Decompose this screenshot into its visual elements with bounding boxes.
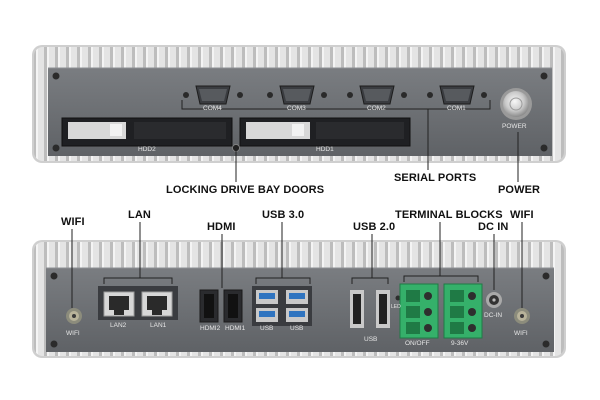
callout-dc-in: DC IN [478,221,509,233]
com4-label: COM4 [203,105,222,112]
front-unit [32,45,566,163]
voltage-label: 9-36V [451,340,469,347]
power-button [500,88,532,120]
screw-icon [50,272,58,280]
rear-callout-lines [71,222,523,308]
usb3-left-label: USB [260,325,274,332]
callout-locking-drive-bay-doors: LOCKING DRIVE BAY DOORS [166,184,325,196]
screw-icon [540,144,548,152]
callout-usb2: USB 2.0 [353,221,396,233]
front-callout-lines [181,100,519,182]
dc-in-jack [486,292,502,308]
onoff-label: ON/OFF [405,340,430,347]
hdd1-label: HDD1 [316,146,334,153]
com2-label: COM2 [367,105,386,112]
callout-serial-ports: SERIAL PORTS [394,172,477,184]
terminal-block-onoff [399,283,439,339]
led-indicator [395,295,401,301]
screw-icon [542,272,550,280]
drive-bay-hdd1 [239,117,411,147]
screw-icon [542,340,550,348]
usb2-label: USB [364,336,378,343]
led-label: LED [391,304,401,310]
wifi-right-port-label: WIFI [514,330,528,337]
com-port-1 [427,85,487,105]
callout-terminal-blocks: TERMINAL BLOCKS [395,209,503,221]
callout-lan: LAN [128,209,151,221]
usb3-ports [252,286,312,326]
rear-unit [32,240,566,358]
com1-label: COM1 [447,105,466,112]
callout-power: POWER [498,184,541,196]
hdmi1-label: HDMI1 [225,325,246,332]
usb2-ports [350,290,390,328]
com-port-4 [183,85,243,105]
screw-icon [52,72,60,80]
serial-bracket [181,100,491,110]
hdmi2-port [199,289,219,323]
power-label: POWER [502,123,527,130]
lan2-label: LAN2 [110,322,127,329]
callout-wifi-left: WIFI [61,216,85,228]
wifi-antenna-right [514,308,530,324]
dc-in-port-label: DC-IN [484,312,503,319]
com-port-3 [267,85,327,105]
hdmi1-port [223,289,243,323]
screw-icon [540,72,548,80]
lan1-label: LAN1 [150,322,167,329]
com-port-2 [347,85,407,105]
lan1-port [141,291,173,317]
terminal-block-power [443,283,483,339]
screw-icon [50,340,58,348]
com3-label: COM3 [287,105,306,112]
callout-usb3: USB 3.0 [262,209,305,221]
hdmi2-label: HDMI2 [200,325,221,332]
wifi-left-port-label: WIFI [66,330,80,337]
usb3-right-label: USB [290,325,304,332]
drive-bay-hdd2 [61,117,233,147]
screw-icon [52,144,60,152]
callout-hdmi: HDMI [207,221,236,233]
wifi-antenna-left [66,308,82,324]
hdd2-label: HDD2 [138,146,156,153]
callout-wifi-right: WIFI [510,209,534,221]
lan2-port [103,291,135,317]
